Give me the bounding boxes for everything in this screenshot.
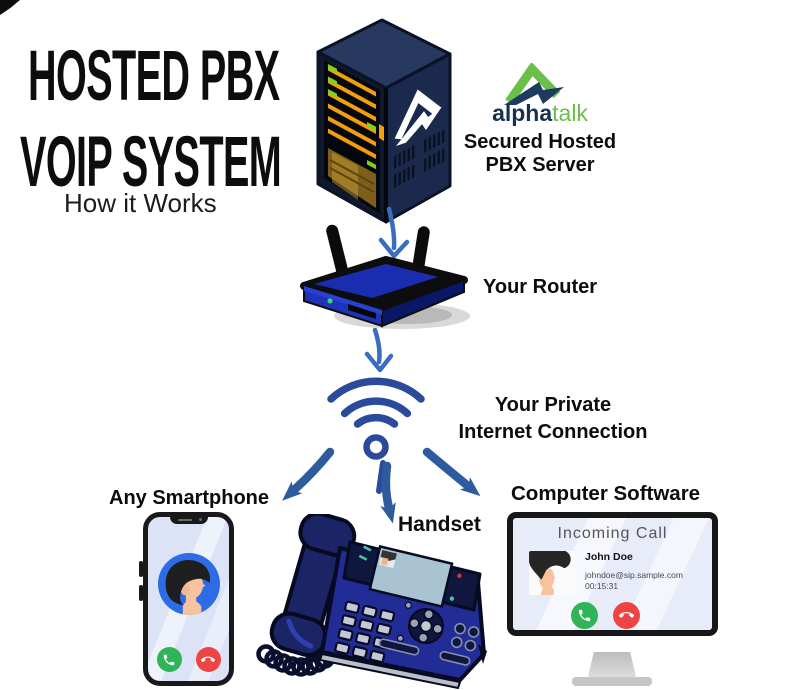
server-rack-lights [328,64,376,170]
internet-label-line1: Your Private [494,394,612,416]
incoming-call-title: Incoming Call [557,525,668,542]
internet-label: Your Private Internet Connection [453,394,653,444]
answer-call-icon [571,602,598,629]
router-label: Your Router [483,276,598,298]
computer-label: Computer Software [511,482,701,505]
monitor-stand-base [572,677,652,686]
page-title-line1: HOSTED PBX [28,35,280,115]
router-led [327,298,333,304]
decline-call-icon [613,602,640,629]
internet-label-line2: Internet Connection [458,421,648,443]
handset-function-buttons [378,622,480,666]
server-label-line2: PBX Server [485,154,595,176]
arrow-router-to-internet-icon [364,328,394,373]
phone-volume-button [139,561,143,577]
phone-call-buttons [148,647,229,672]
phone-decline-icon [195,647,221,672]
handset-receiver [269,514,357,657]
arrow-server-to-router-icon [378,206,410,259]
caller-name: John Doe [585,551,633,563]
handset-nav-cluster [396,601,444,644]
router-illustration [300,224,470,329]
server-door-handle [379,124,384,141]
phone-answer-icon [156,647,182,672]
server-logo-icon [394,89,442,146]
brand-talk: talk [552,100,588,126]
handset-illustration [256,514,487,690]
call-duration: 00:15:31 [585,581,619,591]
wifi-icon [327,377,425,494]
incoming-call-panel: Incoming Call John Doe johndoe@sip.sampl… [513,518,712,630]
pbx-server-illustration [316,18,452,224]
corner-mark [0,0,20,15]
handset-keypad [334,600,396,664]
caller-avatar-icon [157,553,220,615]
server-label: Secured Hosted PBX Server [459,131,621,177]
alphatalk-logo-icon [504,63,564,105]
handset-label: Handset [398,513,481,536]
brand-name: alphatalk [470,100,610,127]
brand-alpha: alpha [492,100,553,126]
phone-power-button [139,585,143,601]
monitor-illustration: Incoming Call John Doe johndoe@sip.sampl… [507,512,718,636]
server-label-line1: Secured Hosted [463,131,617,153]
handset-screen [358,544,462,609]
smartphone-label: Any Smartphone [109,487,270,509]
smartphone-illustration [139,512,234,686]
caller-address: johndoe@sip.sample.com [585,570,683,580]
page-title-line2: VOIP SYSTEM [20,121,282,201]
page-subtitle: How it Works [64,188,217,218]
phone-notch [169,516,208,524]
caller-avatar [529,551,575,595]
server-vents [394,129,445,188]
flow-arrows-icon [282,447,481,524]
monitor-stand-neck [588,652,636,677]
